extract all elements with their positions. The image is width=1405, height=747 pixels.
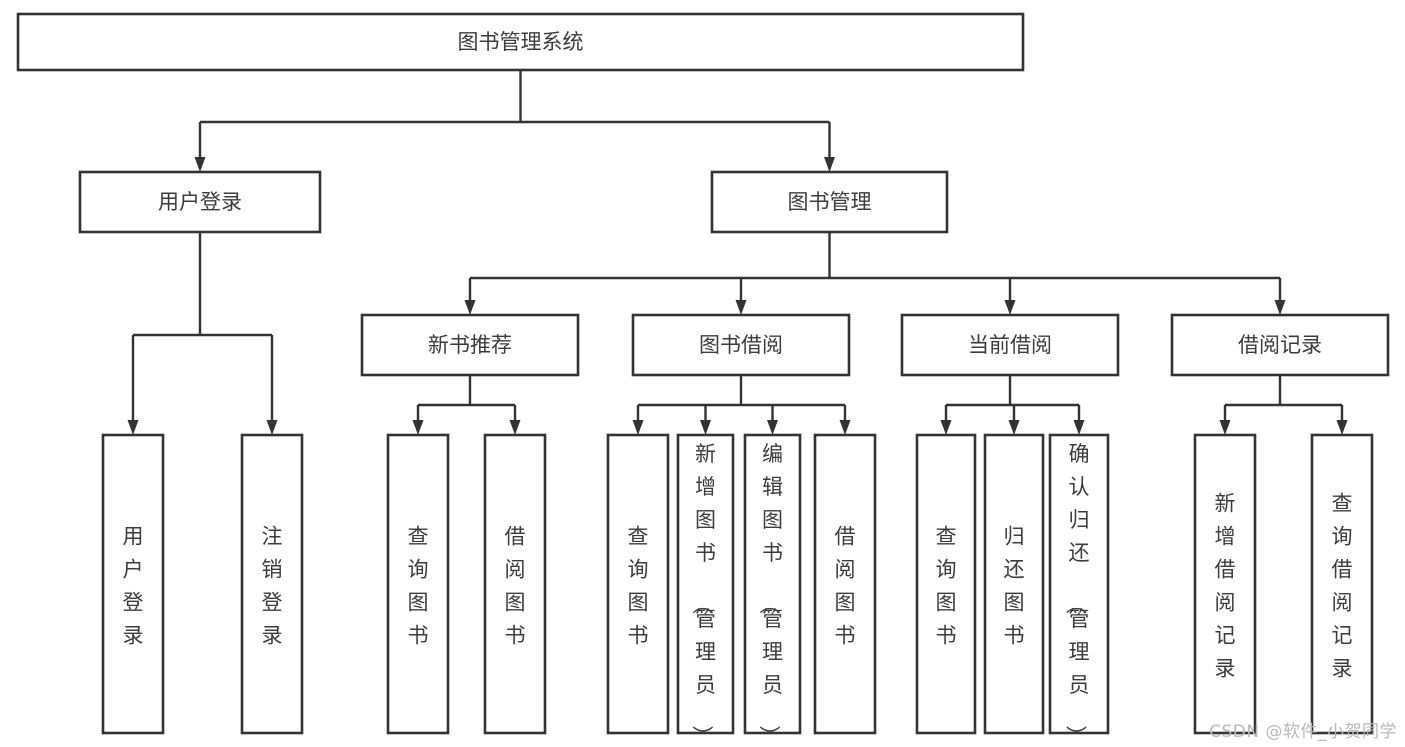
node-box-c-return [983,433,1045,735]
node-box-current [900,313,1120,377]
node-label-c-confirm: 确认归还（管理员） [1064,442,1090,746]
node-layer: 图书管理系统用户登录图书管理新书推荐图书借阅当前借阅借阅记录用户登录注销登录查询… [16,12,1390,746]
node-box-bookmgmt [710,170,949,234]
node-label-root: 图书管理系统 [458,30,584,54]
node-box-b-lend [813,433,877,735]
node-box-newbook [360,313,580,377]
node-box-l-logout [240,433,304,735]
node-b-add[interactable]: 新增图书（管理员） [676,433,735,746]
node-borrow[interactable]: 图书借阅 [631,313,851,377]
node-label-c-query: 查询图书 [936,525,957,648]
node-root[interactable]: 图书管理系统 [16,12,1025,72]
csdn-watermark: CSDN @软件_小贺同学 [1209,722,1397,742]
connector-group-borrow [632,375,851,435]
connector-group-login [127,232,278,435]
node-label-bookmgmt: 图书管理 [788,190,872,214]
node-record[interactable]: 借阅记录 [1170,313,1390,377]
node-label-c-return: 归还图书 [1004,525,1025,648]
node-box-root [16,12,1025,72]
node-b-query[interactable]: 查询图书 [606,433,670,735]
node-label-b-query: 查询图书 [628,525,649,648]
node-label-l-login: 用户登录 [123,525,144,648]
node-label-n-query: 查询图书 [408,525,429,648]
node-label-current: 当前借阅 [968,333,1052,357]
node-box-login [78,170,322,234]
node-box-r-add [1193,433,1257,735]
node-label-l-logout: 注销登录 [262,525,283,648]
node-b-lend[interactable]: 借阅图书 [813,433,877,735]
node-label-borrow: 图书借阅 [699,333,783,357]
connector-group-bookmgmt [464,232,1286,315]
node-b-edit[interactable]: 编辑图书（管理员） [743,433,802,746]
node-box-r-query [1310,433,1374,735]
node-box-c-confirm [1048,433,1110,735]
node-box-borrow [631,313,851,377]
node-box-l-login [101,433,165,735]
node-box-n-borrow [483,433,547,735]
node-newbook[interactable]: 新书推荐 [360,313,580,377]
node-n-query[interactable]: 查询图书 [386,433,450,735]
connector-group-newbook [412,375,521,435]
node-label-b-lend: 借阅图书 [835,525,856,648]
node-label-r-add: 新增借阅记录 [1215,492,1236,681]
node-login[interactable]: 用户登录 [78,170,322,234]
node-label-b-edit: 编辑图书（管理员） [757,442,783,746]
node-box-record [1170,313,1390,377]
node-box-b-query [606,433,670,735]
node-bookmgmt[interactable]: 图书管理 [710,170,949,234]
node-current[interactable]: 当前借阅 [900,313,1120,377]
node-l-logout[interactable]: 注销登录 [240,433,304,735]
node-label-n-borrow: 借阅图书 [505,525,526,648]
node-n-borrow[interactable]: 借阅图书 [483,433,547,735]
node-l-login[interactable]: 用户登录 [101,433,165,735]
connector-layer [127,70,1348,435]
node-box-b-edit [743,433,802,735]
node-box-c-query [915,433,977,735]
node-c-confirm[interactable]: 确认归还（管理员） [1048,433,1110,746]
node-box-n-query [386,433,450,735]
node-c-query[interactable]: 查询图书 [915,433,977,735]
node-c-return[interactable]: 归还图书 [983,433,1045,735]
node-r-add[interactable]: 新增借阅记录 [1193,433,1257,735]
connector-group-current [940,375,1085,435]
node-label-record: 借阅记录 [1238,333,1322,357]
connector-group-root [194,70,835,172]
node-box-b-add [676,433,735,735]
node-r-query[interactable]: 查询借阅记录 [1310,433,1374,735]
node-label-b-add: 新增图书（管理员） [690,442,716,746]
node-label-login: 用户登录 [158,190,242,214]
connector-group-record [1219,375,1348,435]
node-label-r-query: 查询借阅记录 [1332,492,1353,681]
node-label-newbook: 新书推荐 [428,333,512,357]
